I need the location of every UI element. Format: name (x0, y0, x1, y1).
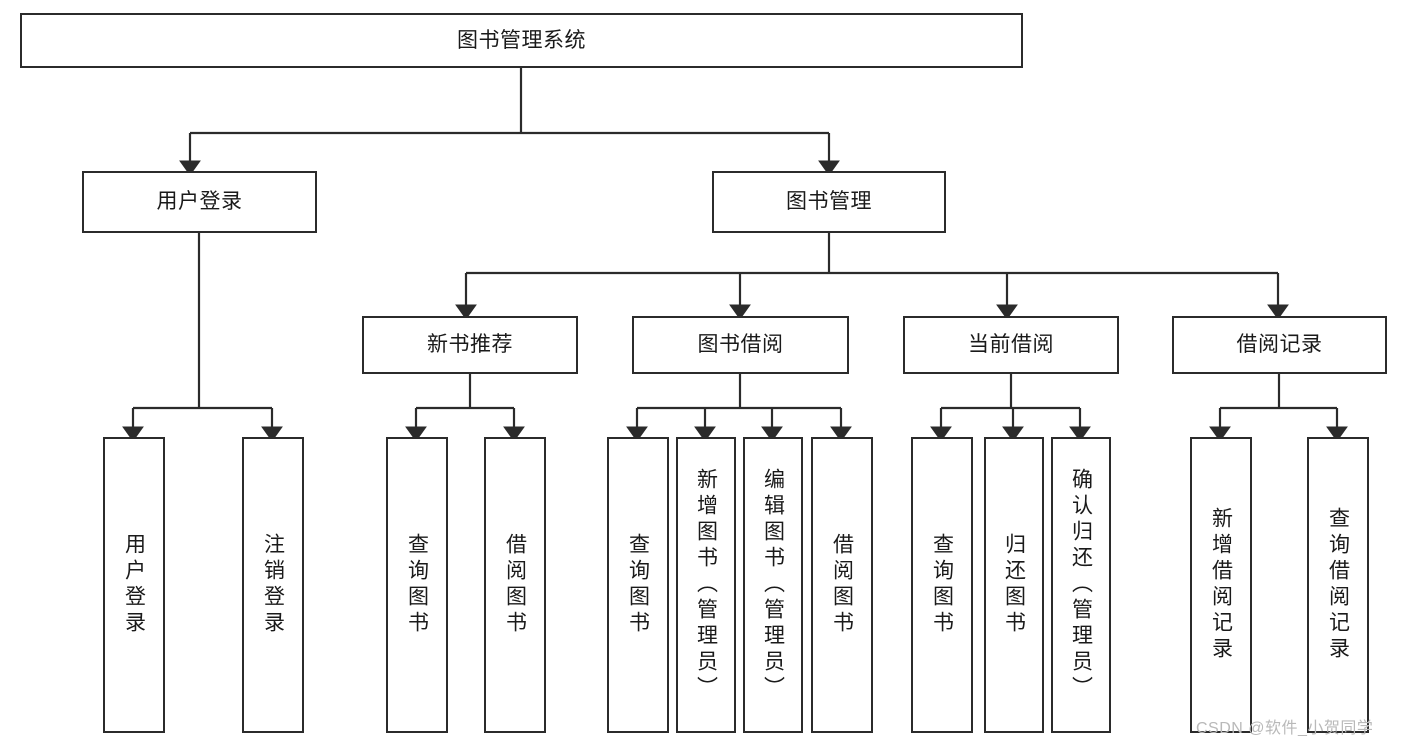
leaf-borrow-book-2[interactable]: 借阅图书 (811, 437, 873, 733)
leaf-add-book[interactable]: 新增图书（管理员） (676, 437, 736, 733)
leaf-query-book-3[interactable]: 查询图书 (911, 437, 973, 733)
leaf-query-borrow-record[interactable]: 查询借阅记录 (1307, 437, 1369, 733)
leaf-add-borrow-record[interactable]: 新增借阅记录 (1190, 437, 1252, 733)
node-user-login[interactable]: 用户登录 (82, 171, 317, 233)
node-current-borrow[interactable]: 当前借阅 (903, 316, 1119, 374)
csdn-watermark: CSDN @软件_小贺同学 (1196, 720, 1374, 737)
leaf-user-logout[interactable]: 注销登录 (242, 437, 304, 733)
node-root[interactable]: 图书管理系统 (20, 13, 1023, 68)
node-book-manage[interactable]: 图书管理 (712, 171, 946, 233)
leaf-edit-book[interactable]: 编辑图书（管理员） (743, 437, 803, 733)
node-borrow-record[interactable]: 借阅记录 (1172, 316, 1387, 374)
node-book-borrow[interactable]: 图书借阅 (632, 316, 849, 374)
leaf-confirm-return[interactable]: 确认归还（管理员） (1051, 437, 1111, 733)
leaf-query-book-2[interactable]: 查询图书 (607, 437, 669, 733)
leaf-user-login[interactable]: 用户登录 (103, 437, 165, 733)
leaf-query-book-1[interactable]: 查询图书 (386, 437, 448, 733)
leaf-borrow-book-1[interactable]: 借阅图书 (484, 437, 546, 733)
leaf-return-book[interactable]: 归还图书 (984, 437, 1044, 733)
node-new-book-recommend[interactable]: 新书推荐 (362, 316, 578, 374)
